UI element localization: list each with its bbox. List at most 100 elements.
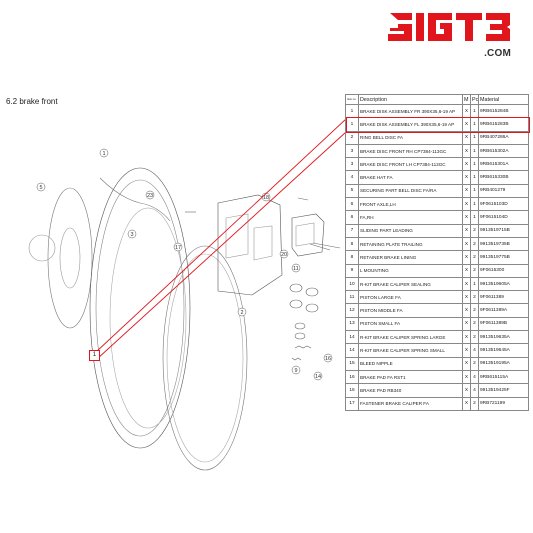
cell-pos: 8 <box>345 236 359 252</box>
cell-pc: 1 <box>470 143 479 159</box>
cell-m: X <box>462 117 471 132</box>
cell-m: X <box>462 103 471 119</box>
cell-description: RETAINER BRAKE LINING <box>358 250 463 265</box>
cell-description: L MOUNTING <box>358 263 463 278</box>
cell-description: SECURING PART BELL DISC FA/RA <box>358 183 463 199</box>
callout-marker-1[interactable]: 1 <box>89 350 100 361</box>
cell-description: PISTON MIDDLE FA <box>358 303 463 318</box>
cell-pos: 14 <box>345 343 359 358</box>
cell-material: 9F0615104D <box>478 210 529 225</box>
cell-material: 9F0611389B <box>478 316 529 332</box>
cell-material: 9F0611389A <box>478 303 529 318</box>
svg-text:3: 3 <box>131 232 134 238</box>
cell-pc: 1 <box>470 197 479 212</box>
cell-m: X <box>462 250 471 265</box>
cell-description: BRAKE PAD RB340 <box>358 383 463 398</box>
cell-m: X <box>462 396 471 411</box>
cell-m: X <box>462 383 471 398</box>
cell-description: BRAKE PAD FA RST1 <box>358 369 463 385</box>
cell-material: 9RB615301A <box>478 157 529 172</box>
cell-pc: 2 <box>470 223 479 238</box>
cell-description: RETAINING PLATE TRAILING <box>358 236 463 252</box>
brake-exploded-view: 5 1 3 23 17 2 18 14 16 11 9 20 <box>28 148 341 471</box>
cell-description: R-KIT BRAKE CALIPER SPRING LARGE <box>358 330 463 345</box>
cell-pos: 15 <box>345 356 359 371</box>
cell-pos: 6 <box>345 210 359 225</box>
cell-m: X <box>462 290 471 305</box>
cell-pc: 2 <box>470 303 479 318</box>
cell-material: 9913519715B <box>478 223 529 238</box>
section-title: 6.2 brake front <box>6 97 58 106</box>
bolt-ring-drawing <box>28 234 56 262</box>
cell-material: 9RB401279 <box>478 183 529 199</box>
cell-m: X <box>462 143 471 159</box>
cell-pc: 1 <box>470 117 479 132</box>
cell-pc: 1 <box>470 210 479 225</box>
cell-pos: 7 <box>345 223 359 238</box>
cell-description: FASTENER BRAKE CALIPER FA <box>358 396 463 411</box>
cell-m: X <box>462 170 471 185</box>
callout-1: 1 <box>99 148 109 158</box>
header-description: Description <box>358 94 463 105</box>
cell-m: X <box>462 223 471 238</box>
callout-11: 11 <box>291 263 301 273</box>
cell-pc: 1 <box>470 130 479 145</box>
cell-description: BRAKE DISC FRONT RH CP7384-113GC <box>358 143 463 159</box>
cell-m: X <box>462 130 471 145</box>
cell-m: X <box>462 369 471 385</box>
cell-pc: 1 <box>470 157 479 172</box>
cell-material: 9RB615302A <box>478 143 529 159</box>
cell-pos: 9 <box>345 263 359 278</box>
cell-pos: 5 <box>345 183 359 199</box>
svg-text:14: 14 <box>315 374 321 380</box>
cell-pos: 12 <box>345 303 359 318</box>
cell-m: X <box>462 330 471 345</box>
table-header-row: Item no. Description M Pc Material <box>345 94 529 105</box>
cell-pos: 8 <box>345 250 359 265</box>
cell-description: PISTON SMALL FA <box>358 316 463 332</box>
cell-description: BRAKE HAT FA <box>358 170 463 185</box>
cell-description: BLEED NIPPLE <box>358 356 463 371</box>
callout-14: 14 <box>313 371 323 381</box>
cell-material: 9RB615283B <box>478 117 529 132</box>
cell-pos: 17 <box>345 396 359 411</box>
callout-2: 2 <box>237 307 247 317</box>
header-pos: Item no. <box>345 94 359 105</box>
cell-pos: 14 <box>345 330 359 345</box>
cell-pc: 2 <box>470 316 479 332</box>
cell-material: 9913519195A <box>478 356 529 371</box>
exploded-diagram: 5 1 3 23 17 2 18 14 16 11 9 20 <box>0 108 345 503</box>
cell-description: PISTON LARGE FA <box>358 290 463 305</box>
cell-description: BRAKE DISK ASSEMBLY FL 390X35,6-19 AP <box>358 117 463 132</box>
cell-material: 9RB721199 <box>478 396 529 411</box>
cell-description: FRONT AXLE,LH <box>358 197 463 212</box>
cell-pos: 4 <box>345 170 359 185</box>
site-logo[interactable]: .COM <box>388 10 513 60</box>
logo-graphic <box>388 13 510 41</box>
header-m: M <box>462 94 471 105</box>
